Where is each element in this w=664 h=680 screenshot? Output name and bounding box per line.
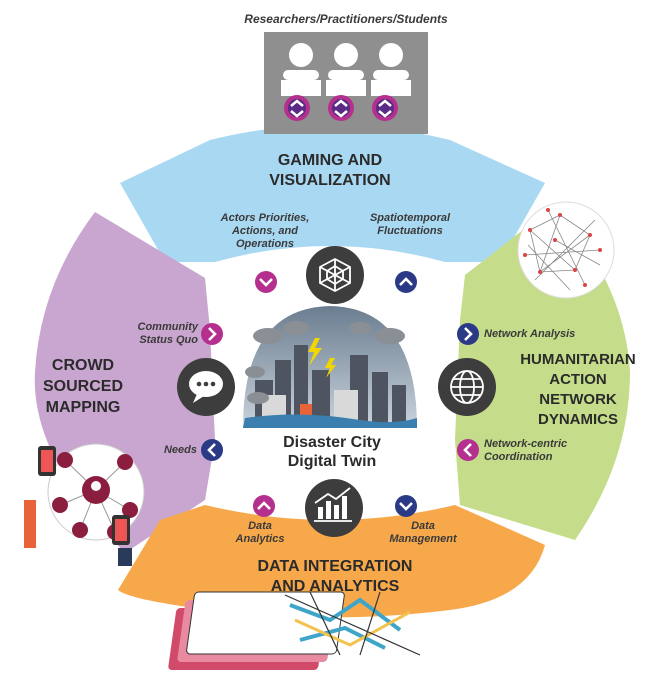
crowd-network-image	[24, 443, 145, 566]
chevron-down-icon	[395, 495, 417, 517]
network-graph-image	[517, 201, 615, 299]
chevron-right-icon	[201, 323, 223, 345]
needs-label: Needs	[163, 444, 197, 456]
chevron-right-icon	[457, 323, 479, 345]
chat-bubble-icon	[177, 358, 235, 416]
updown-chevron-icon	[284, 95, 398, 121]
sector-gaming-visualization	[120, 125, 545, 262]
chevron-left-icon	[457, 439, 479, 461]
map-layers-image	[168, 591, 421, 670]
chevron-up-icon	[253, 495, 275, 517]
audience-label: Researchers/Practitioners/Students	[244, 12, 448, 26]
chevron-left-icon	[201, 439, 223, 461]
chevron-up-icon	[395, 271, 417, 293]
bar-chart-icon	[305, 479, 363, 537]
sector-data-integration	[118, 505, 545, 618]
globe-network-icon	[438, 358, 496, 416]
network-analysis-label: Network Analysis	[484, 328, 576, 340]
disaster-city-illustration	[243, 306, 417, 428]
chevron-down-icon	[255, 271, 277, 293]
radar-cube-icon	[306, 246, 364, 304]
user-at-laptop-icon	[281, 43, 411, 96]
